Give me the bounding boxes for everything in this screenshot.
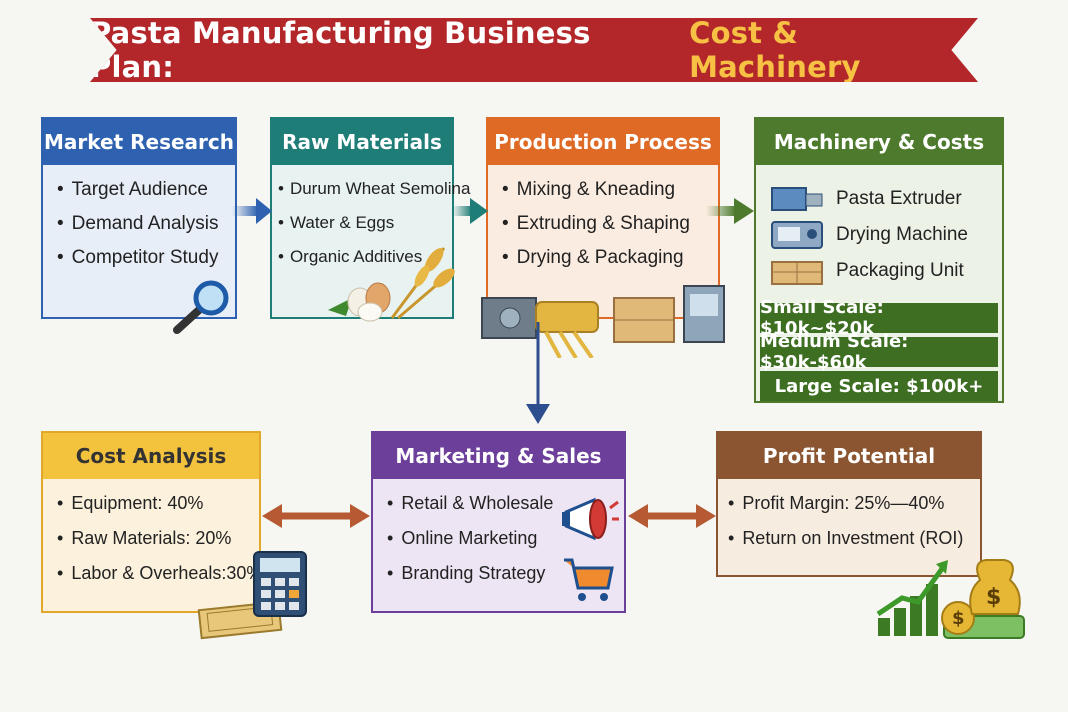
cost-analysis-box: Cost Analysis Equipment: 40% Raw Materia… <box>41 431 262 613</box>
profit-potential-header: Profit Potential <box>718 433 980 479</box>
magnifier-icon <box>173 280 229 334</box>
market-research-header: Market Research <box>43 119 235 165</box>
marketing-sales-list: Retail & Wholesale Online Marketing Bran… <box>387 493 553 598</box>
list-item: Labor & Overheals:30% <box>57 563 262 584</box>
list-item: Demand Analysis <box>57 213 219 235</box>
eggs-wheat-icon <box>328 247 455 322</box>
list-item: Mixing & Kneading <box>502 179 690 201</box>
growth-money-icon: $ $ <box>876 559 1025 639</box>
machinery-label: Packaging Unit <box>836 260 964 281</box>
cost-analysis-list: Equipment: 40% Raw Materials: 20% Labor … <box>57 493 262 598</box>
title-main: Pasta Manufacturing Business Plan: <box>90 16 591 84</box>
raw-materials-header: Raw Materials <box>272 119 452 165</box>
marketing-sales-header: Marketing & Sales <box>373 433 624 479</box>
cost-analysis-header: Cost Analysis <box>43 433 259 479</box>
arrow-production-to-marketing <box>526 322 550 424</box>
scale-medium: Medium Scale: $30k-$60k <box>760 331 998 373</box>
production-process-header: Production Process <box>488 119 718 165</box>
extruder-icon <box>771 187 823 211</box>
profit-potential-box: Profit Potential Profit Margin: 25%—40% … <box>716 431 982 577</box>
arrow-cost-marketing <box>262 504 370 528</box>
machinery-item: Drying Machine <box>770 217 968 253</box>
arrow-raw-to-production <box>452 198 488 224</box>
arrow-marketing-profit <box>628 504 716 528</box>
market-research-list: Target Audience Demand Analysis Competit… <box>57 179 219 281</box>
list-item: Online Marketing <box>387 528 553 549</box>
svg-text:$: $ <box>986 585 1001 610</box>
machinery-costs-box: Machinery & Costs Pasta Extruder Drying … <box>754 117 1004 403</box>
production-process-list: Mixing & Kneading Extruding & Shaping Dr… <box>502 179 690 281</box>
profit-potential-list: Profit Margin: 25%—40% Return on Investm… <box>728 493 963 563</box>
svg-text:$: $ <box>952 608 965 629</box>
raw-materials-list: Durum Wheat Semolina Water & Eggs Organi… <box>278 179 470 281</box>
calculator-money-icon <box>197 551 307 640</box>
list-item: Water & Eggs <box>278 213 470 233</box>
machinery-label: Drying Machine <box>836 224 968 245</box>
production-machines-icon <box>481 285 725 358</box>
list-item: Drying & Packaging <box>502 247 690 269</box>
scale-large: Large Scale: $100k+ <box>760 371 998 401</box>
machinery-item: Packaging Unit <box>770 253 968 289</box>
machinery-label: Pasta Extruder <box>836 188 962 209</box>
machinery-item: Pasta Extruder <box>770 181 968 217</box>
list-item: Durum Wheat Semolina <box>278 179 470 199</box>
list-item: Target Audience <box>57 179 218 201</box>
megaphone-icon <box>562 497 619 541</box>
machinery-list: Pasta Extruder Drying Machine Packaging … <box>770 181 968 289</box>
marketing-sales-box: Marketing & Sales Retail & Wholesale Onl… <box>371 431 626 613</box>
raw-materials-box: Raw Materials Durum Wheat Semolina Water… <box>270 117 470 319</box>
drying-machine-icon <box>771 221 823 249</box>
machinery-costs-header: Machinery & Costs <box>756 119 1002 165</box>
packaging-unit-icon <box>771 261 823 285</box>
list-item: Return on Investment (ROI) <box>728 528 963 549</box>
list-item: Organic Additives <box>278 247 470 267</box>
list-item: Equipment: 40% <box>57 493 262 514</box>
title-banner: Pasta Manufacturing Business Plan: Cost … <box>90 18 978 82</box>
market-research-box: Market Research Target Audience Demand A… <box>41 117 237 319</box>
list-item: Branding Strategy <box>387 563 553 584</box>
arrow-production-to-machinery <box>706 198 754 224</box>
list-item: Profit Margin: 25%—40% <box>728 493 963 514</box>
list-item: Competitor Study <box>57 247 219 269</box>
shopping-cart-icon <box>564 558 614 601</box>
production-process-box: Production Process Mixing & Kneading Ext… <box>486 117 720 319</box>
list-item: Raw Materials: 20% <box>57 528 262 549</box>
list-item: Retail & Wholesale <box>387 493 553 514</box>
list-item: Extruding & Shaping <box>502 213 690 235</box>
arrow-market-to-raw <box>232 198 272 224</box>
title-accent: Cost & Machinery <box>689 16 861 84</box>
